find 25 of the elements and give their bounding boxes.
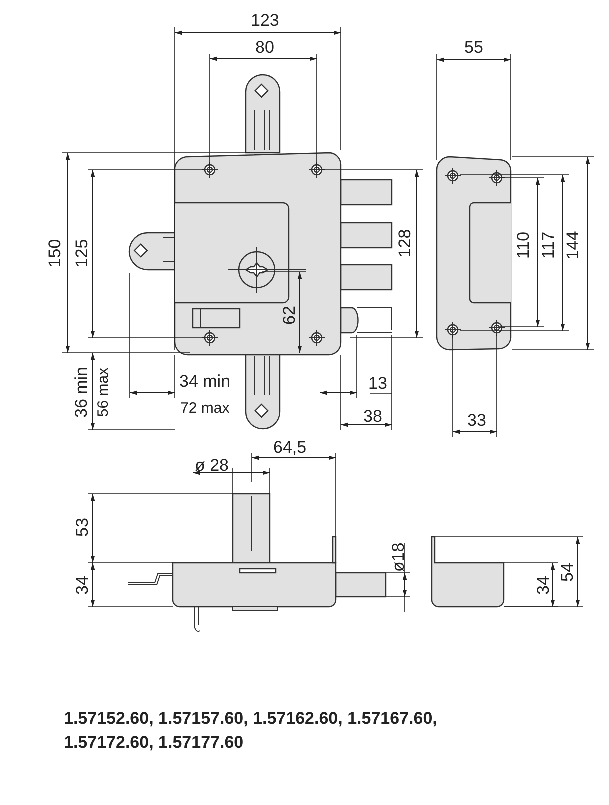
dimension-label: 36 min bbox=[72, 366, 90, 418]
dimension-label: 64,5 bbox=[274, 438, 307, 456]
dimension-label: 13 bbox=[368, 374, 388, 392]
dimension-label: 144 bbox=[564, 230, 582, 260]
dimension-label: 125 bbox=[74, 238, 91, 268]
dimension-label: 72 max bbox=[180, 400, 230, 416]
dimension-label: 128 bbox=[396, 228, 414, 258]
dimension-label: ø18 bbox=[390, 542, 407, 572]
article-numbers: 1.57152.60, 1.57157.60, 1.57162.60, 1.57167.60, 1.57172.60, 1.57177.60 bbox=[64, 708, 438, 754]
dimension-label: 33 bbox=[468, 412, 486, 428]
dimension-label: 117 bbox=[540, 231, 557, 259]
dimension-label: 123 bbox=[251, 12, 280, 28]
dimension-label: 150 bbox=[46, 238, 64, 268]
dimension-label: 34 min bbox=[180, 372, 231, 390]
dimension-label: 110 bbox=[514, 231, 532, 259]
dimension-label: ø 28 bbox=[195, 456, 230, 474]
dimension-label: 38 bbox=[364, 408, 382, 424]
dimension-label: 53 bbox=[73, 518, 90, 536]
dimension-label: 34 bbox=[534, 576, 552, 594]
dimension-label: 54 bbox=[558, 562, 576, 582]
dimension-label: 55 bbox=[464, 38, 484, 56]
dimension-label: 34 bbox=[73, 576, 90, 594]
dimension-label: 80 bbox=[256, 38, 274, 56]
dimension-label: 56 max bbox=[96, 367, 111, 417]
dimension-label: 62 bbox=[280, 306, 298, 324]
